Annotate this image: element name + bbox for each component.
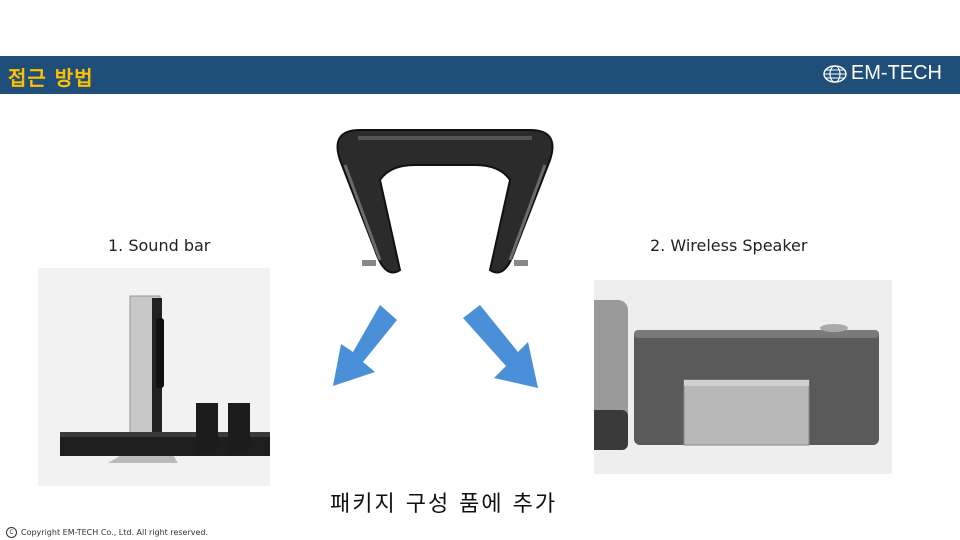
globe-logo-icon	[823, 64, 847, 83]
brand-logo: EM-TECH	[822, 62, 942, 85]
arrow-down-left-icon	[333, 305, 397, 386]
neckband-speaker-photo	[336, 129, 554, 274]
copyright-icon: C	[6, 527, 17, 538]
copyright-text: Copyright EM-TECH Co., Ltd. All right re…	[21, 528, 209, 537]
package-caption: 패키지 구성 품에 추가	[330, 492, 558, 517]
option-wireless-speaker-label: 2. Wireless Speaker	[650, 236, 808, 255]
soundbar-photo	[38, 268, 270, 486]
arrow-down-right-icon	[463, 305, 538, 388]
header-bar: 접근 방법 EM-TECH	[0, 56, 960, 94]
page-title: 접근 방법	[8, 66, 94, 90]
option-soundbar-label: 1. Sound bar	[108, 236, 211, 255]
copyright-footer: C Copyright EM-TECH Co., Ltd. All right …	[6, 527, 208, 538]
wireless-speaker-photo	[594, 280, 892, 474]
brand-name: EM-TECH	[850, 62, 942, 84]
